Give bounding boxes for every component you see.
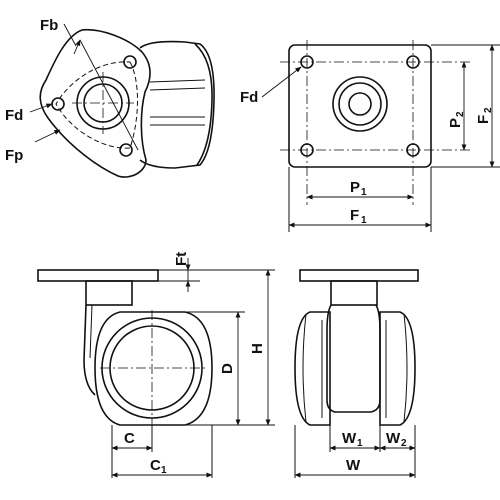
twin-wheels-behind [139,40,215,169]
label-c: C [124,430,135,447]
bolt-hole [119,143,133,157]
fork-arm [83,304,96,396]
label-c1-sub: 1 [161,465,167,476]
label-w1-sub: 1 [357,438,363,449]
center-bearing-outer [332,76,388,132]
label-p1-sub: 1 [361,187,367,198]
swivel-housing [85,280,133,306]
label-f2: F [475,115,492,124]
label-p2: P [447,118,464,128]
square-plate-view: Fd P 1 F 1 P 2 F 2 [240,40,500,232]
label-c1: C [150,457,161,474]
top-plate [299,269,419,282]
label-w1: W [342,430,357,447]
label-f1: F [350,207,359,224]
label-f2-sub: 2 [483,107,494,113]
triangular-plate [39,28,151,178]
label-fd-right: Fd [240,89,258,106]
label-fd-left: Fd [5,107,23,124]
label-h: H [249,343,266,354]
left-wheel [294,311,331,426]
label-fp: Fp [5,147,23,164]
right-wheel [379,311,416,426]
label-f1-sub: 1 [361,215,367,226]
label-p2-sub: 2 [455,111,466,117]
center-body [326,304,381,413]
triangular-plate-view: Fb Fd Fp [5,17,215,178]
label-w2: W [386,430,401,447]
label-fb: Fb [40,17,58,34]
label-w: W [346,457,361,474]
side-view: Ft H D C C 1 [37,252,275,478]
label-w2-sub: 2 [401,438,407,449]
top-plate [37,269,159,282]
label-p1: P [350,179,360,196]
square-plate [288,44,432,168]
label-d: D [219,363,236,374]
swivel-housing [330,280,378,306]
front-view: W 1 W 2 W [294,269,419,478]
bolt-hole [51,97,65,111]
center-bearing-mid [338,82,382,126]
label-ft: Ft [173,252,190,266]
bolt-circle-fp [55,61,138,149]
bolt-hole [123,55,137,69]
center-bearing-inner [348,92,372,116]
